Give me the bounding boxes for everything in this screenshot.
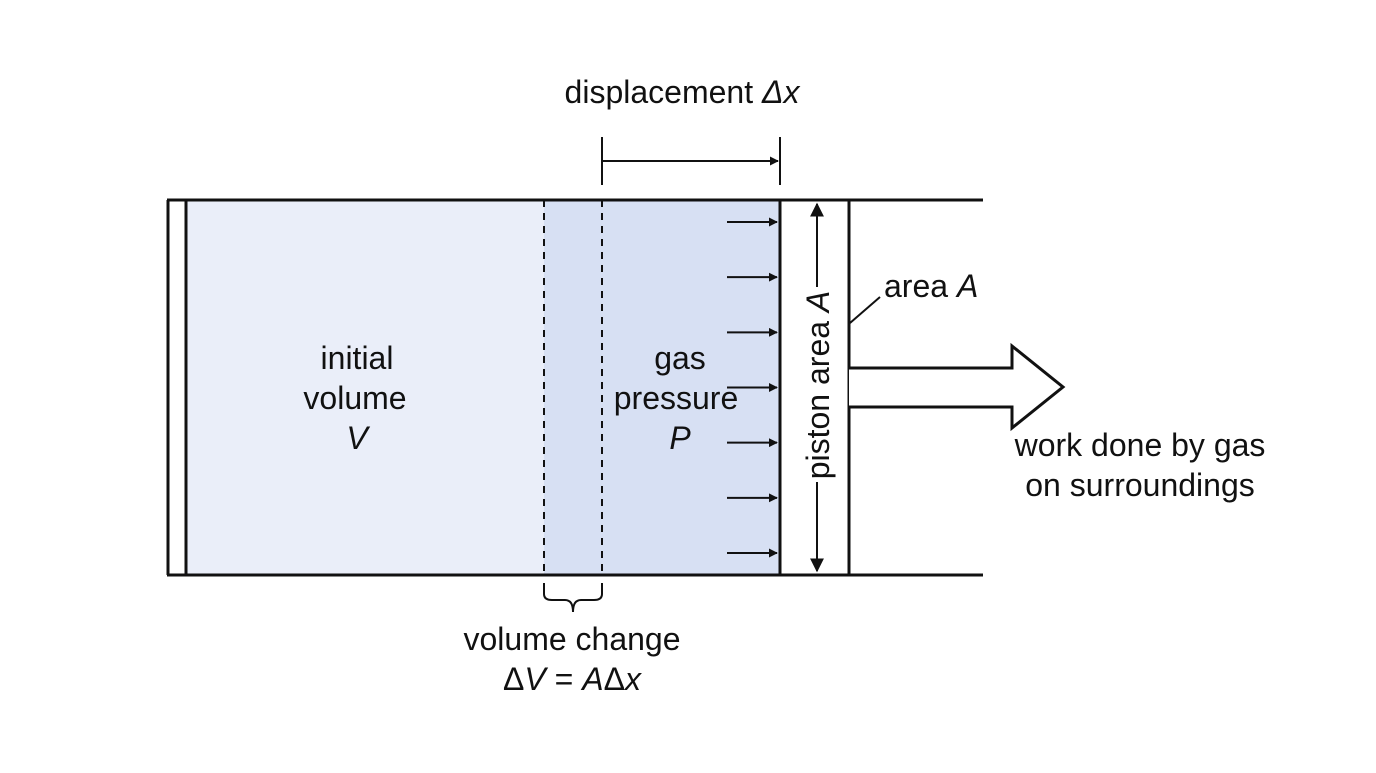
volume-change-formula: ΔV = AΔx [503,661,642,697]
volume-change-brace [543,583,603,613]
work-label-line2: on surroundings [1025,467,1254,503]
gas-pressure-line2: pressure [614,380,739,416]
work-arrow [849,342,1066,432]
gas-region [187,200,602,575]
initial-volume-line2: volume [303,380,406,416]
piston [778,198,851,577]
displacement-label: displacement Δx [565,74,801,110]
piston-area-label: piston area A [800,291,836,480]
gas-pressure-symbol: P [669,420,691,456]
work-label-line1: work done by gas [1014,427,1266,463]
pressure-arrows [727,217,778,558]
area-leader-line [849,296,881,324]
area-label: area A [884,268,978,304]
initial-volume-line1: initial [321,340,394,376]
volume-change-line1: volume change [463,621,680,657]
gas-pressure-line1: gas [654,340,706,376]
initial-volume-symbol: V [346,420,370,456]
